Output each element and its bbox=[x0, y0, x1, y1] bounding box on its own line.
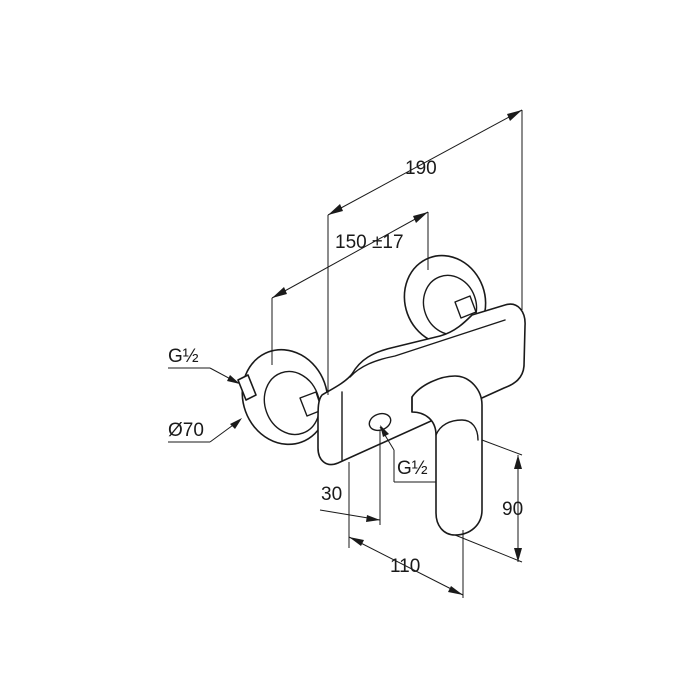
label-inlet-thread: G½ bbox=[168, 346, 199, 367]
callout-outlet-thread: G½ bbox=[379, 425, 436, 483]
label-lever-height: 90 bbox=[502, 499, 523, 520]
mixer-body bbox=[317, 303, 526, 466]
dimension-center-distance: 150 ±17 bbox=[271, 211, 429, 365]
callout-inlet-thread: G½ bbox=[168, 346, 240, 384]
label-outlet-thread: G½ bbox=[397, 458, 428, 479]
callout-escutcheon-diameter: Ø70 bbox=[168, 418, 242, 443]
dimension-lever-height: 90 bbox=[454, 439, 523, 563]
dimension-overall-width: 190 bbox=[327, 109, 523, 395]
label-outlet-offset: 30 bbox=[321, 484, 342, 505]
lever-handle bbox=[411, 375, 483, 536]
label-escutcheon-diameter: Ø70 bbox=[168, 420, 204, 441]
label-projection: 110 bbox=[390, 556, 420, 577]
dimension-outlet-offset: 30 bbox=[319, 430, 381, 540]
dimension-projection: 110 bbox=[348, 530, 464, 598]
label-overall-width: 190 bbox=[405, 158, 437, 179]
label-center-distance: 150 ±17 bbox=[335, 232, 404, 253]
